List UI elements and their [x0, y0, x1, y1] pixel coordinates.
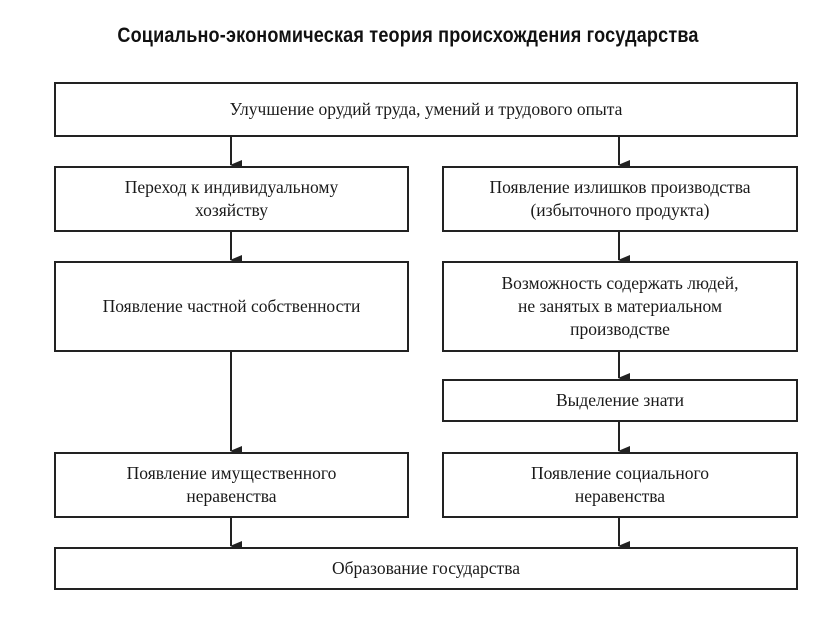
box-tool-improvement: Улучшение орудий труда, умений и трудово… [54, 82, 798, 137]
box-label: Появление частной собственности [102, 296, 361, 316]
box-property-inequality: Появление имущественного неравенства [54, 452, 409, 518]
box-label: Улучшение орудий труда, умений и трудово… [229, 99, 623, 119]
box-label: Появление излишков производства (избыточ… [489, 177, 751, 220]
box-state-formation: Образование государства [54, 547, 798, 590]
box-social-inequality: Появление социального неравенства [442, 452, 798, 518]
box-surplus-production: Появление излишков производства (избыточ… [442, 166, 798, 232]
box-support-nonproducers: Возможность содержать людей, не занятых … [442, 261, 798, 352]
box-label: Образование государства [331, 558, 521, 578]
box-label: Появление социального неравенства [531, 463, 709, 506]
box-individual-household: Переход к индивидуальному хозяйству [54, 166, 409, 232]
box-label: Возможность содержать людей, не занятых … [501, 273, 739, 339]
box-nobility: Выделение знати [442, 379, 798, 422]
box-label: Выделение знати [555, 390, 685, 410]
diagram-title: Социально-экономическая теория происхожд… [117, 24, 699, 47]
box-private-property: Появление частной собственности [54, 261, 409, 352]
box-label: Переход к индивидуальному хозяйству [124, 177, 339, 220]
box-label: Появление имущественного неравенства [126, 463, 337, 506]
